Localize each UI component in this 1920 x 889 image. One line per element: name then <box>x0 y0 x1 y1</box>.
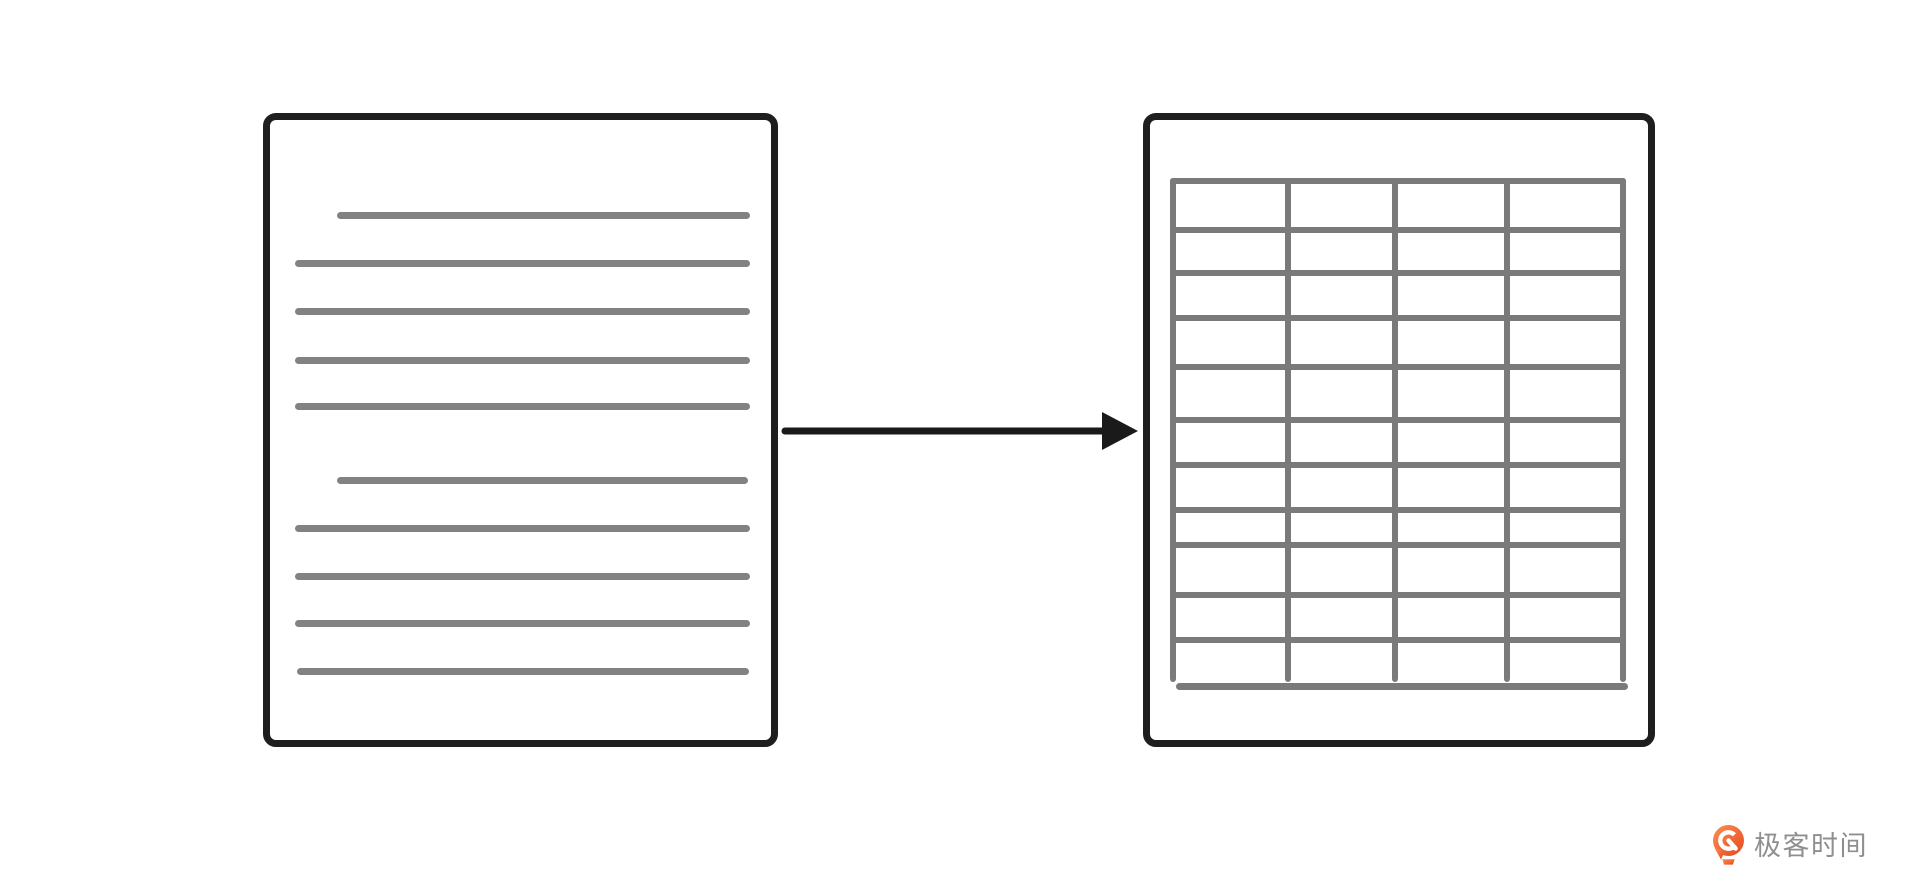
brand-name: 极客时间 <box>1754 831 1868 861</box>
table-grid-hline <box>1170 462 1626 468</box>
document-text-line <box>295 524 750 532</box>
table-node <box>1143 113 1655 747</box>
table-grid-vline <box>1170 178 1176 682</box>
table-grid-hline <box>1170 227 1626 233</box>
document-text-line <box>295 259 750 267</box>
geektime-logo-icon <box>1713 825 1744 865</box>
document-text-line <box>295 619 750 627</box>
table-grid-vline <box>1620 178 1626 682</box>
table-grid-hline <box>1170 417 1626 423</box>
table-grid-hline <box>1170 364 1626 370</box>
document-text-line <box>297 667 749 675</box>
document-text-line <box>295 572 750 580</box>
document-text-line <box>295 307 750 315</box>
table-grid-vline <box>1392 178 1398 682</box>
table-grid-hline <box>1170 507 1626 513</box>
table-grid-hline <box>1170 315 1626 321</box>
brand-logo: 极客时间 <box>1710 824 1868 868</box>
table-grid-underline <box>1176 682 1628 690</box>
table-grid-hline <box>1170 178 1626 184</box>
table-grid-hline <box>1170 270 1626 276</box>
document-text-line <box>337 476 748 484</box>
table-grid-vline <box>1285 178 1291 682</box>
table-grid-hline <box>1170 542 1626 548</box>
table-grid-vline <box>1504 178 1510 682</box>
document-text-line <box>337 211 750 219</box>
document-node <box>263 113 778 747</box>
document-text-line <box>295 402 750 410</box>
table-grid-hline <box>1170 592 1626 598</box>
table-grid-hline <box>1170 637 1626 643</box>
document-text-line <box>295 356 750 364</box>
